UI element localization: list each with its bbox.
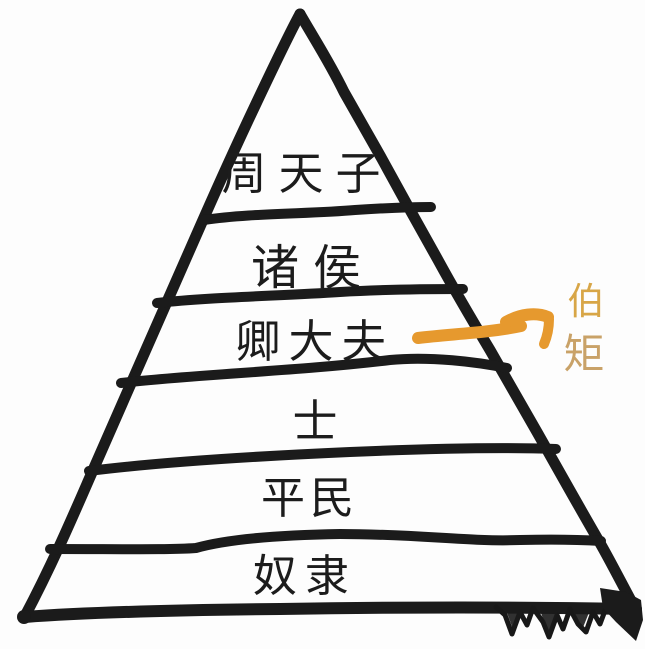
- watermark-scribble-tooth-3: [572, 610, 590, 630]
- pyramid-right-edge: [294, 8, 641, 614]
- watermark-scribble-tooth-2: [540, 610, 558, 636]
- level-2-label: 诸侯: [251, 240, 375, 296]
- base-left-ink-blot: [17, 610, 31, 624]
- divider-3: [116, 353, 512, 388]
- level-5-label: 平民: [261, 473, 359, 524]
- annotation-char-1: 伯: [568, 280, 605, 323]
- divider-1: [199, 202, 436, 225]
- annotation-arrow-head-top: [500, 308, 554, 328]
- level-1-label: 周天子: [221, 147, 392, 200]
- watermark-scribble-blob: [600, 588, 643, 641]
- divider-5: [45, 529, 606, 555]
- watermark-scribble-tooth-1: [506, 610, 523, 632]
- divider-2: [152, 284, 468, 308]
- level-4-label: 士: [292, 395, 337, 448]
- divider-4: [84, 443, 561, 476]
- level-6-label: 奴隶: [253, 551, 357, 602]
- annotation-char-2: 矩: [564, 330, 605, 378]
- annotation-arrow-shaft: [412, 320, 527, 344]
- level-3-label: 卿大夫: [235, 315, 394, 368]
- annotation-arrow-head-hook: [539, 314, 554, 349]
